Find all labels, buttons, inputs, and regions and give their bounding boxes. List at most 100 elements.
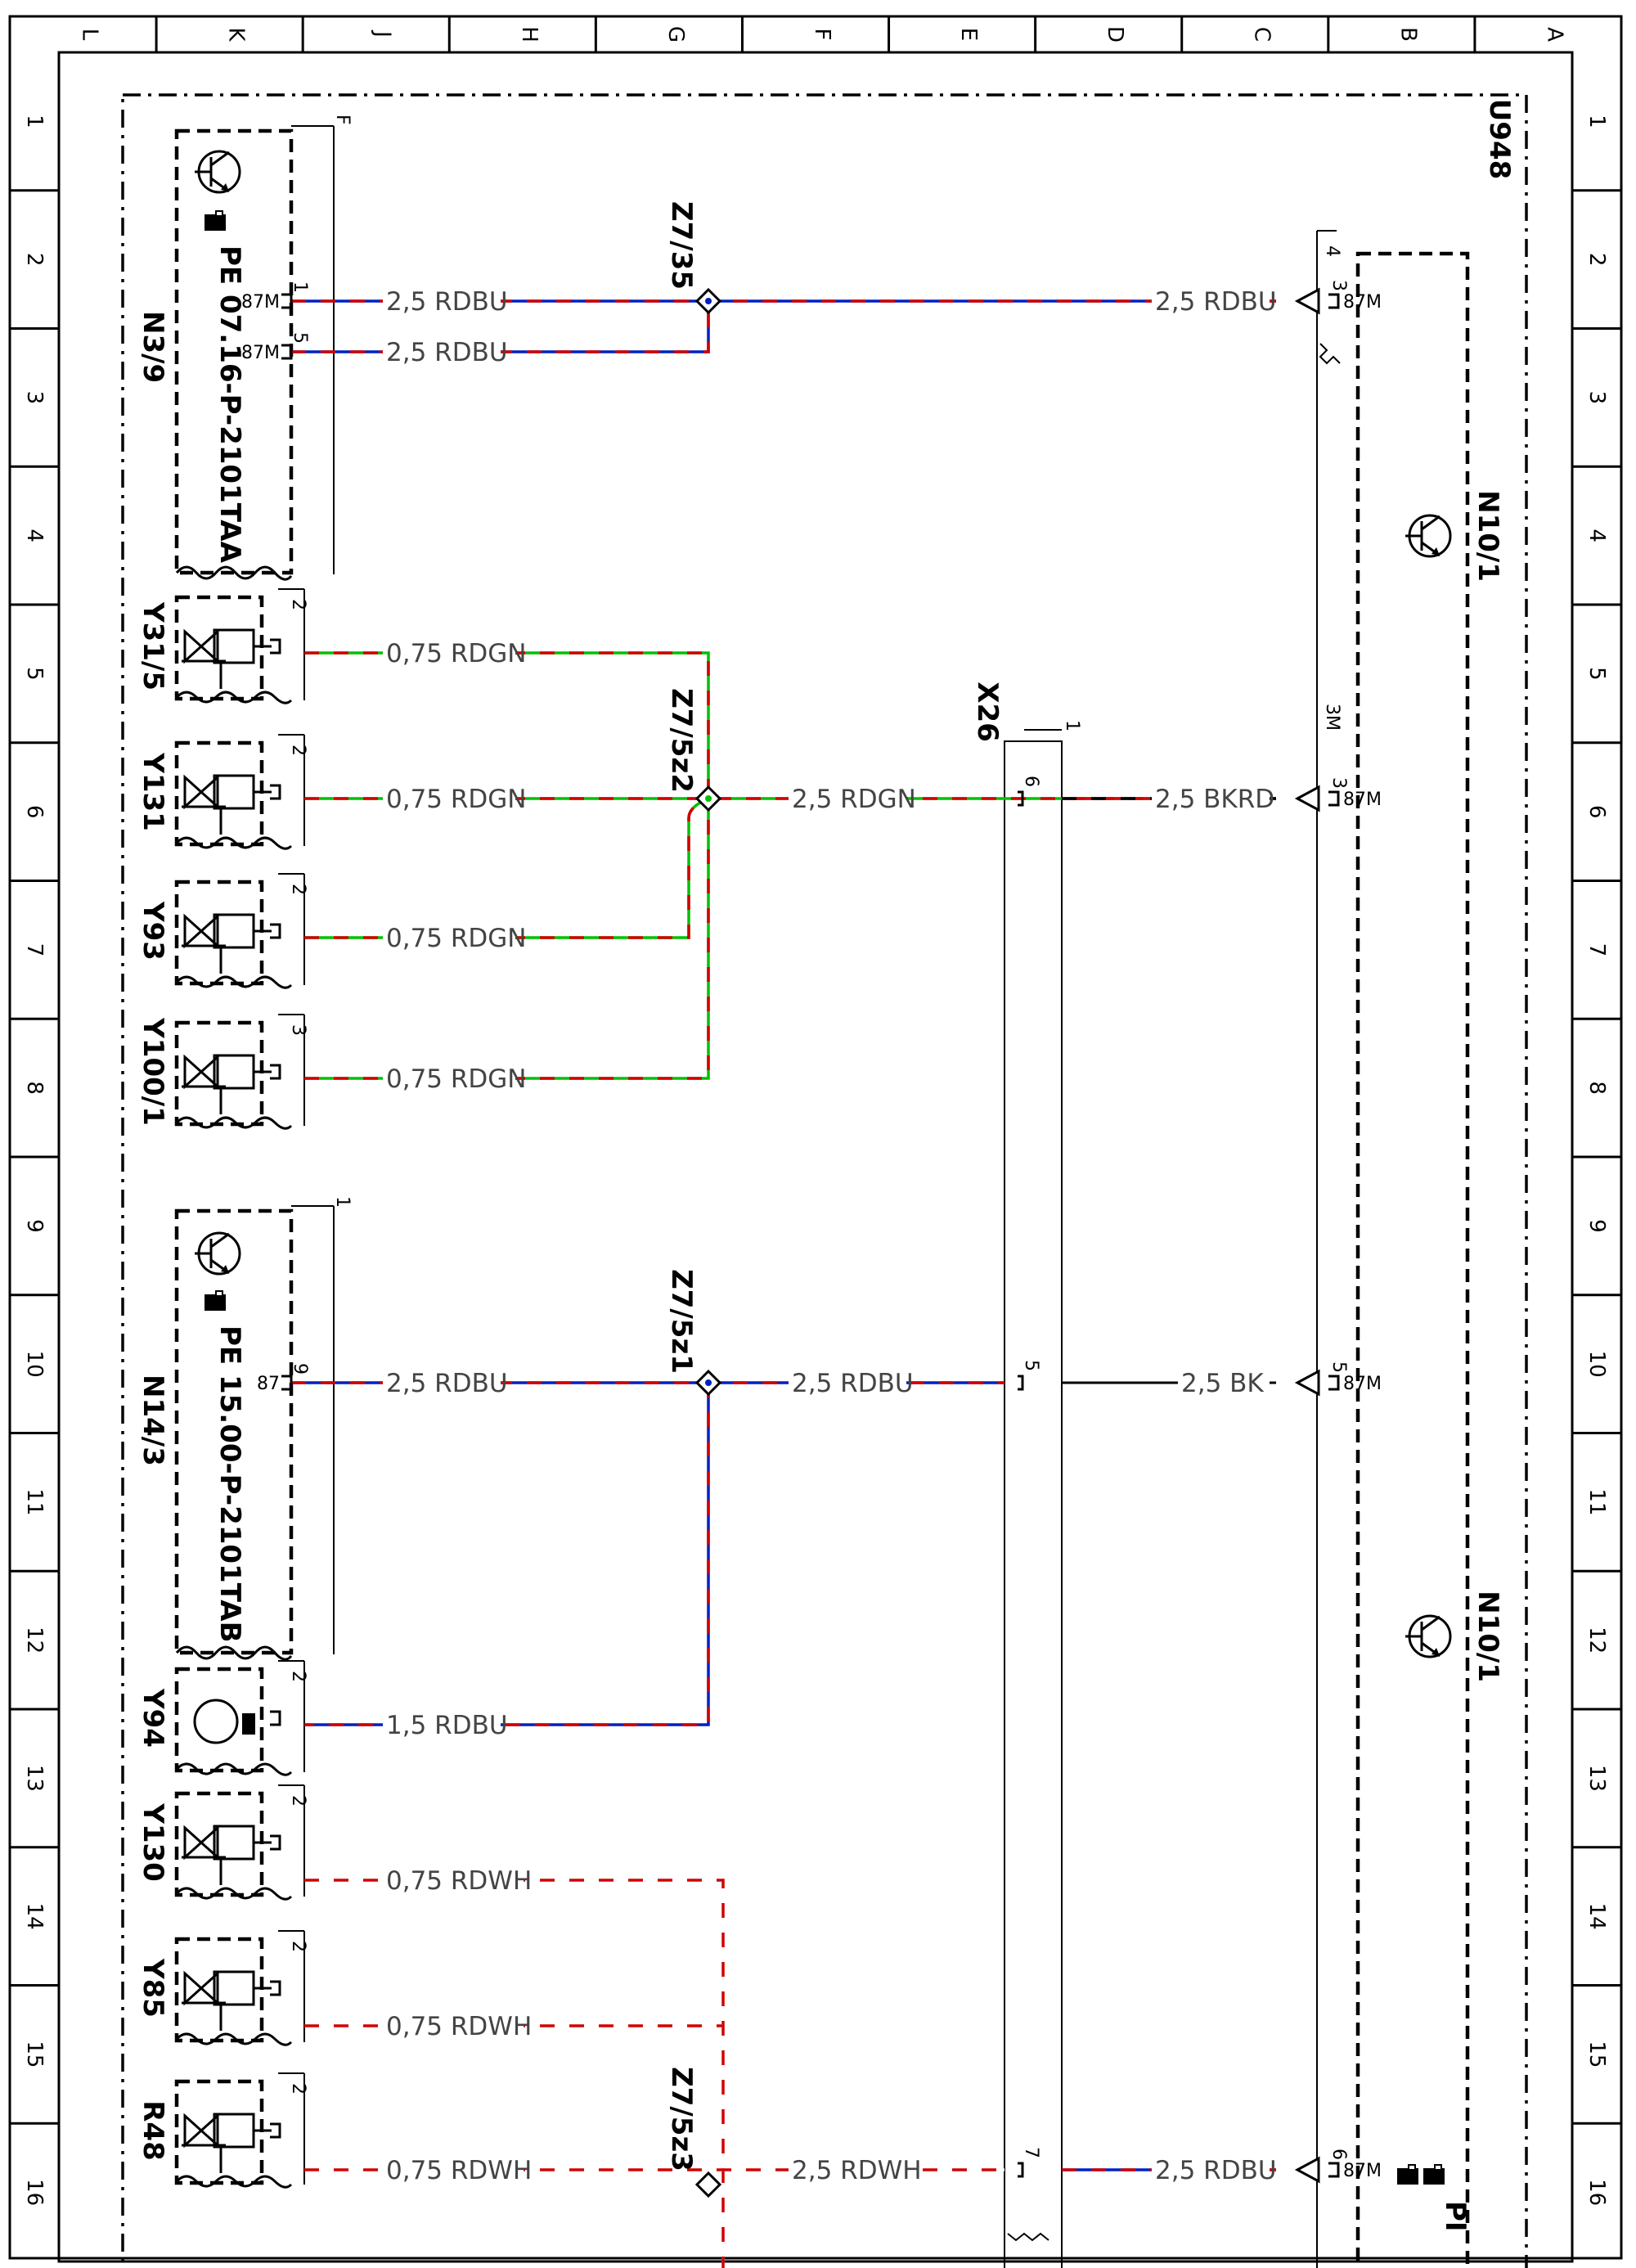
svg-text:87M: 87M — [241, 343, 280, 363]
wire-label: 0,75 RDWH — [386, 2156, 532, 2185]
row-label: 7 — [22, 943, 47, 957]
splice-z7-5z3 — [694, 2171, 722, 2198]
pin: 6 — [1018, 776, 1041, 807]
row-label: 9 — [22, 1219, 47, 1233]
valve-name: R48 — [137, 2100, 169, 2161]
column-label: K — [224, 27, 249, 42]
column-dividers — [155, 16, 1476, 52]
svg-text:PI: PI — [1439, 2201, 1472, 2232]
solenoid-valve-icon — [180, 628, 273, 691]
svg-text:F: F — [332, 115, 353, 125]
x26-break-mark — [1007, 2232, 1049, 2242]
svg-text:5: 5 — [290, 332, 310, 344]
wire-label: 0,75 RDGN — [386, 639, 527, 668]
n3-9-label: PE 07.16-P-2101TAA — [213, 245, 246, 564]
row-label: 15 — [22, 2041, 47, 2068]
row-label: 8 — [22, 1081, 47, 1095]
solenoid-valve-icon — [180, 913, 273, 975]
x26-label: X26 — [971, 682, 1004, 742]
n3-9-break — [175, 565, 293, 581]
wire-y31-5 — [304, 651, 710, 799]
svg-text:87M: 87M — [1343, 1374, 1382, 1394]
n14-3-transistor-icon — [193, 1231, 241, 1276]
column-label: F — [810, 29, 834, 41]
valve-pin: 2 — [288, 1795, 308, 1807]
hand-pointer-icon-2 — [1423, 2164, 1445, 2185]
row-label: 11 — [1584, 1488, 1609, 1515]
motor-name: Y94 — [137, 1688, 169, 1748]
svg-text:6: 6 — [1021, 776, 1041, 787]
valve-pin: 2 — [288, 1941, 308, 1952]
wire-label: 1,5 RDBU — [386, 1711, 508, 1740]
row-label: 6 — [22, 805, 47, 819]
x26-connector-body — [1004, 740, 1063, 2268]
n14-3-break — [175, 1645, 293, 1661]
wire-label: 0,75 RDGN — [386, 785, 527, 814]
svg-text:N14/3: N14/3 — [137, 1375, 169, 1466]
svg-text:5: 5 — [1021, 1360, 1041, 1371]
n3-9-transistor-icon — [193, 150, 241, 194]
svg-text:PE 07.16-P-2101TAA: PE 07.16-P-2101TAA — [213, 245, 246, 564]
svg-text:U948: U948 — [1483, 99, 1516, 180]
wire-label: 2,5 RDWH — [792, 2156, 922, 2185]
row-label: 5 — [1584, 667, 1609, 681]
row-label: 1 — [1584, 115, 1609, 128]
row-label: 9 — [1584, 1219, 1609, 1233]
row-label: 12 — [1584, 1627, 1609, 1654]
splice-z7-5z1 — [694, 1369, 722, 1397]
outer-border — [8, 15, 1623, 2260]
svg-text:9: 9 — [290, 1363, 310, 1375]
wire-y93 — [304, 797, 709, 939]
row-label: 13 — [1584, 1765, 1609, 1792]
svg-text:1: 1 — [332, 1196, 353, 1208]
wire-label: 0,75 RDWH — [386, 1866, 532, 1896]
column-label: G — [663, 26, 688, 43]
wire-label: 2,5 BKRD — [1155, 785, 1274, 814]
n14-3-pointer-icon — [204, 1290, 227, 1312]
row-label: 2 — [1584, 253, 1609, 267]
column-label: D — [1103, 26, 1127, 43]
break-mark — [1319, 343, 1341, 365]
splice-label-z7-5z3: Z7/5z3 — [665, 2067, 698, 2171]
motor-pump-icon — [242, 1713, 255, 1735]
svg-text:87M: 87M — [1343, 292, 1382, 313]
row-label: 10 — [1584, 1351, 1609, 1378]
svg-text:N3/9: N3/9 — [137, 311, 169, 383]
pin: 5 87M — [241, 332, 310, 363]
svg-text:87: 87 — [257, 1374, 280, 1394]
wire-label: 2,5 RDBU — [386, 287, 508, 317]
svg-text:3: 3 — [1328, 280, 1349, 291]
row-label: 11 — [22, 1488, 47, 1515]
module-boundary — [121, 93, 1528, 2268]
row-label: 2 — [22, 253, 47, 267]
wire-label: 2,5 RDBU — [1155, 2156, 1277, 2185]
solenoid-valve-icon — [180, 774, 273, 836]
solenoid-valve-icon — [180, 1054, 273, 1116]
row-label: 16 — [22, 2179, 47, 2206]
svg-text:87M: 87M — [1343, 790, 1382, 810]
row-label: 12 — [22, 1627, 47, 1654]
valve-pin: 3 — [288, 1024, 308, 1036]
wire-label: 0,75 RDGN — [386, 924, 527, 953]
row-label: 7 — [1584, 943, 1609, 957]
footnote: PI — [1439, 2201, 1472, 2232]
row-label: 6 — [1584, 805, 1609, 819]
row-label: 16 — [1584, 2179, 1609, 2206]
row-label: 8 — [1584, 1081, 1609, 1095]
control-unit-box — [1355, 251, 1470, 2268]
n3-9-name: N3/9 — [137, 311, 169, 383]
pin: 9 87 — [257, 1363, 310, 1394]
svg-text:Z7/35: Z7/35 — [665, 201, 698, 290]
svg-text:87M: 87M — [1343, 2161, 1382, 2181]
